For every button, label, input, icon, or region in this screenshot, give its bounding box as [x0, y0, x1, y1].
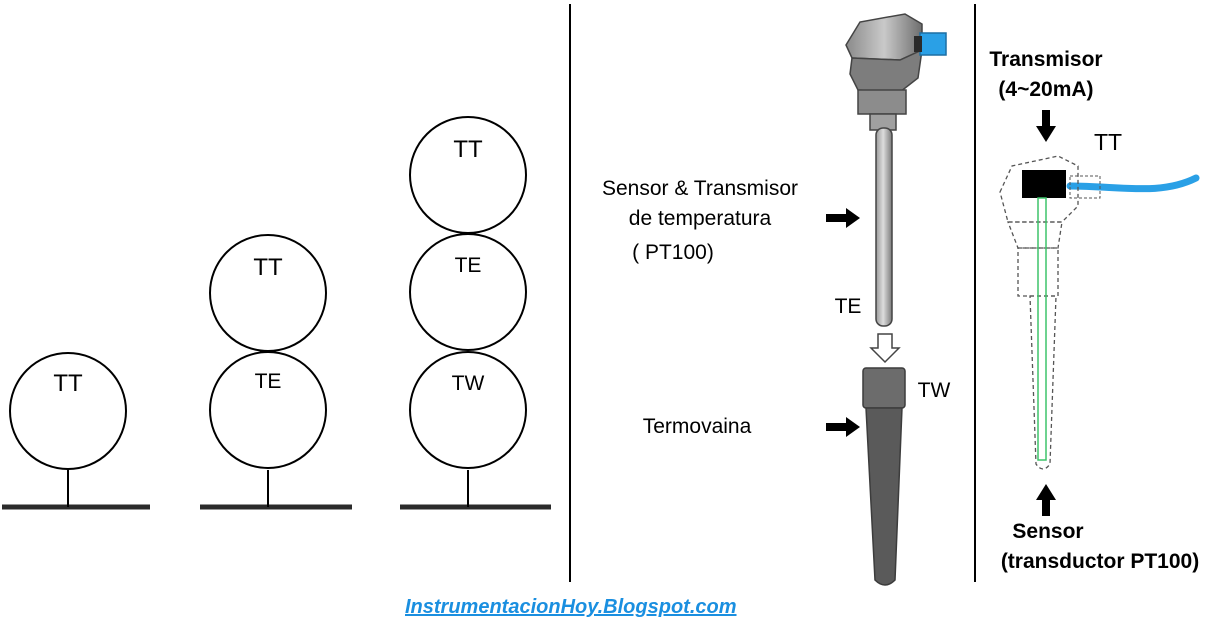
- cable-gland: [919, 32, 947, 56]
- circle-tt-3: [409, 116, 527, 234]
- transmisor-label-line-2: (4~20mA): [998, 78, 1093, 101]
- thermowell-illustration: [862, 367, 906, 586]
- instrument-triple: TT TE TW: [400, 116, 551, 510]
- termovaina-pointer-arrow: [826, 417, 860, 437]
- sensor-pointer-arrow-up: [1036, 484, 1056, 516]
- circle-tt-1: [9, 352, 127, 470]
- transmisor-pointer-arrow: [1036, 110, 1056, 142]
- transmisor-label-line-1: Transmisor: [989, 48, 1102, 71]
- sensor-stem: [875, 127, 893, 327]
- sensor-element: [1037, 197, 1047, 461]
- tt-label-right: TT: [1094, 129, 1122, 155]
- instrument-single: TT: [2, 352, 150, 510]
- label-tt-2: TT: [253, 254, 283, 281]
- label-te-2: TE: [255, 370, 282, 393]
- circle-tt-2: [209, 234, 327, 352]
- sensor-transmitter-illustration: [845, 13, 947, 327]
- label-te-3: TE: [455, 254, 482, 277]
- label-tt-1: TT: [53, 370, 83, 397]
- transmitter-block: [1022, 170, 1066, 198]
- te-label: TE: [835, 295, 862, 318]
- label-tw-3: TW: [452, 372, 485, 395]
- sensor-label-line-2: de temperatura: [629, 207, 772, 230]
- signal-cable: [1066, 174, 1200, 193]
- instrument-double: TT TE: [200, 234, 352, 510]
- termovaina-label: Termovaina: [643, 415, 752, 438]
- sensor-label-line-2-right: (transductor PT100): [1001, 550, 1199, 573]
- transparent-assembly: [999, 155, 1200, 470]
- sensor-transmitter-label: Sensor & Transmisor de temperatura ( PT1…: [602, 177, 798, 264]
- circle-te-3: [409, 233, 527, 351]
- sensor-label-line-1: Sensor & Transmisor: [602, 177, 798, 200]
- circle-tw-3: [409, 351, 527, 469]
- insert-arrow: [869, 333, 901, 364]
- sensor-label-line-1-right: Sensor: [1012, 520, 1083, 543]
- sensor-pointer-arrow: [826, 208, 860, 228]
- blog-link[interactable]: InstrumentacionHoy.Blogspot.com: [405, 596, 737, 618]
- tw-label: TW: [918, 379, 951, 402]
- sensor-label-line-3: ( PT100): [632, 241, 714, 264]
- label-tt-3: TT: [453, 136, 483, 163]
